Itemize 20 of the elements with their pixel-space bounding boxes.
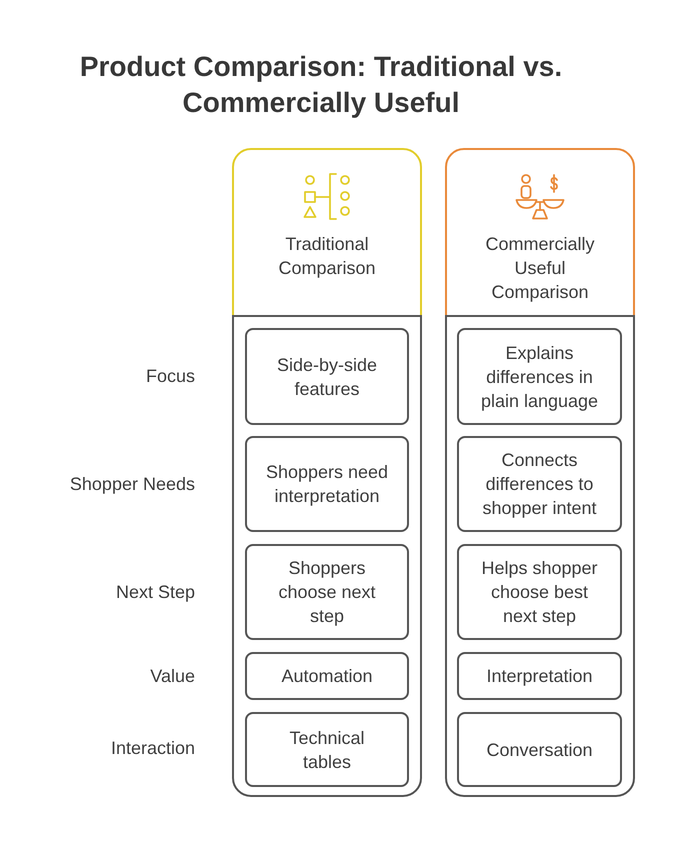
comparison-text-box: Technical tables bbox=[245, 712, 409, 787]
column-heading: Traditional Comparison bbox=[277, 233, 377, 280]
comparison-text-box: Connects differences to shopper intent bbox=[457, 436, 622, 532]
comparison-text-box: Side-by-side features bbox=[245, 328, 409, 425]
comparison-text-box: Helps shopper choose best next step bbox=[457, 544, 622, 640]
diagram-title: Product Comparison: Traditional vs. Commercially Useful bbox=[78, 50, 564, 120]
column-card bbox=[445, 148, 635, 797]
row-label: Shopper Needs bbox=[70, 473, 195, 496]
comparison-text-box: Interpretation bbox=[457, 652, 622, 700]
comparison-text-box: Shoppers choose next step bbox=[245, 544, 409, 640]
comparison-text-box: Automation bbox=[245, 652, 409, 700]
row-label: Interaction bbox=[110, 737, 195, 760]
comparison-text-box: Conversation bbox=[457, 712, 622, 787]
row-label: Focus bbox=[146, 365, 195, 388]
column-heading: Commercially Useful Comparison bbox=[484, 233, 596, 304]
row-label: Next Step bbox=[116, 581, 195, 604]
comparison-text-box: Explains differences in plain language bbox=[457, 328, 622, 425]
comparison-text-box: Shoppers need interpretation bbox=[245, 436, 409, 532]
row-label: Value bbox=[150, 665, 195, 688]
column-card bbox=[232, 148, 422, 797]
